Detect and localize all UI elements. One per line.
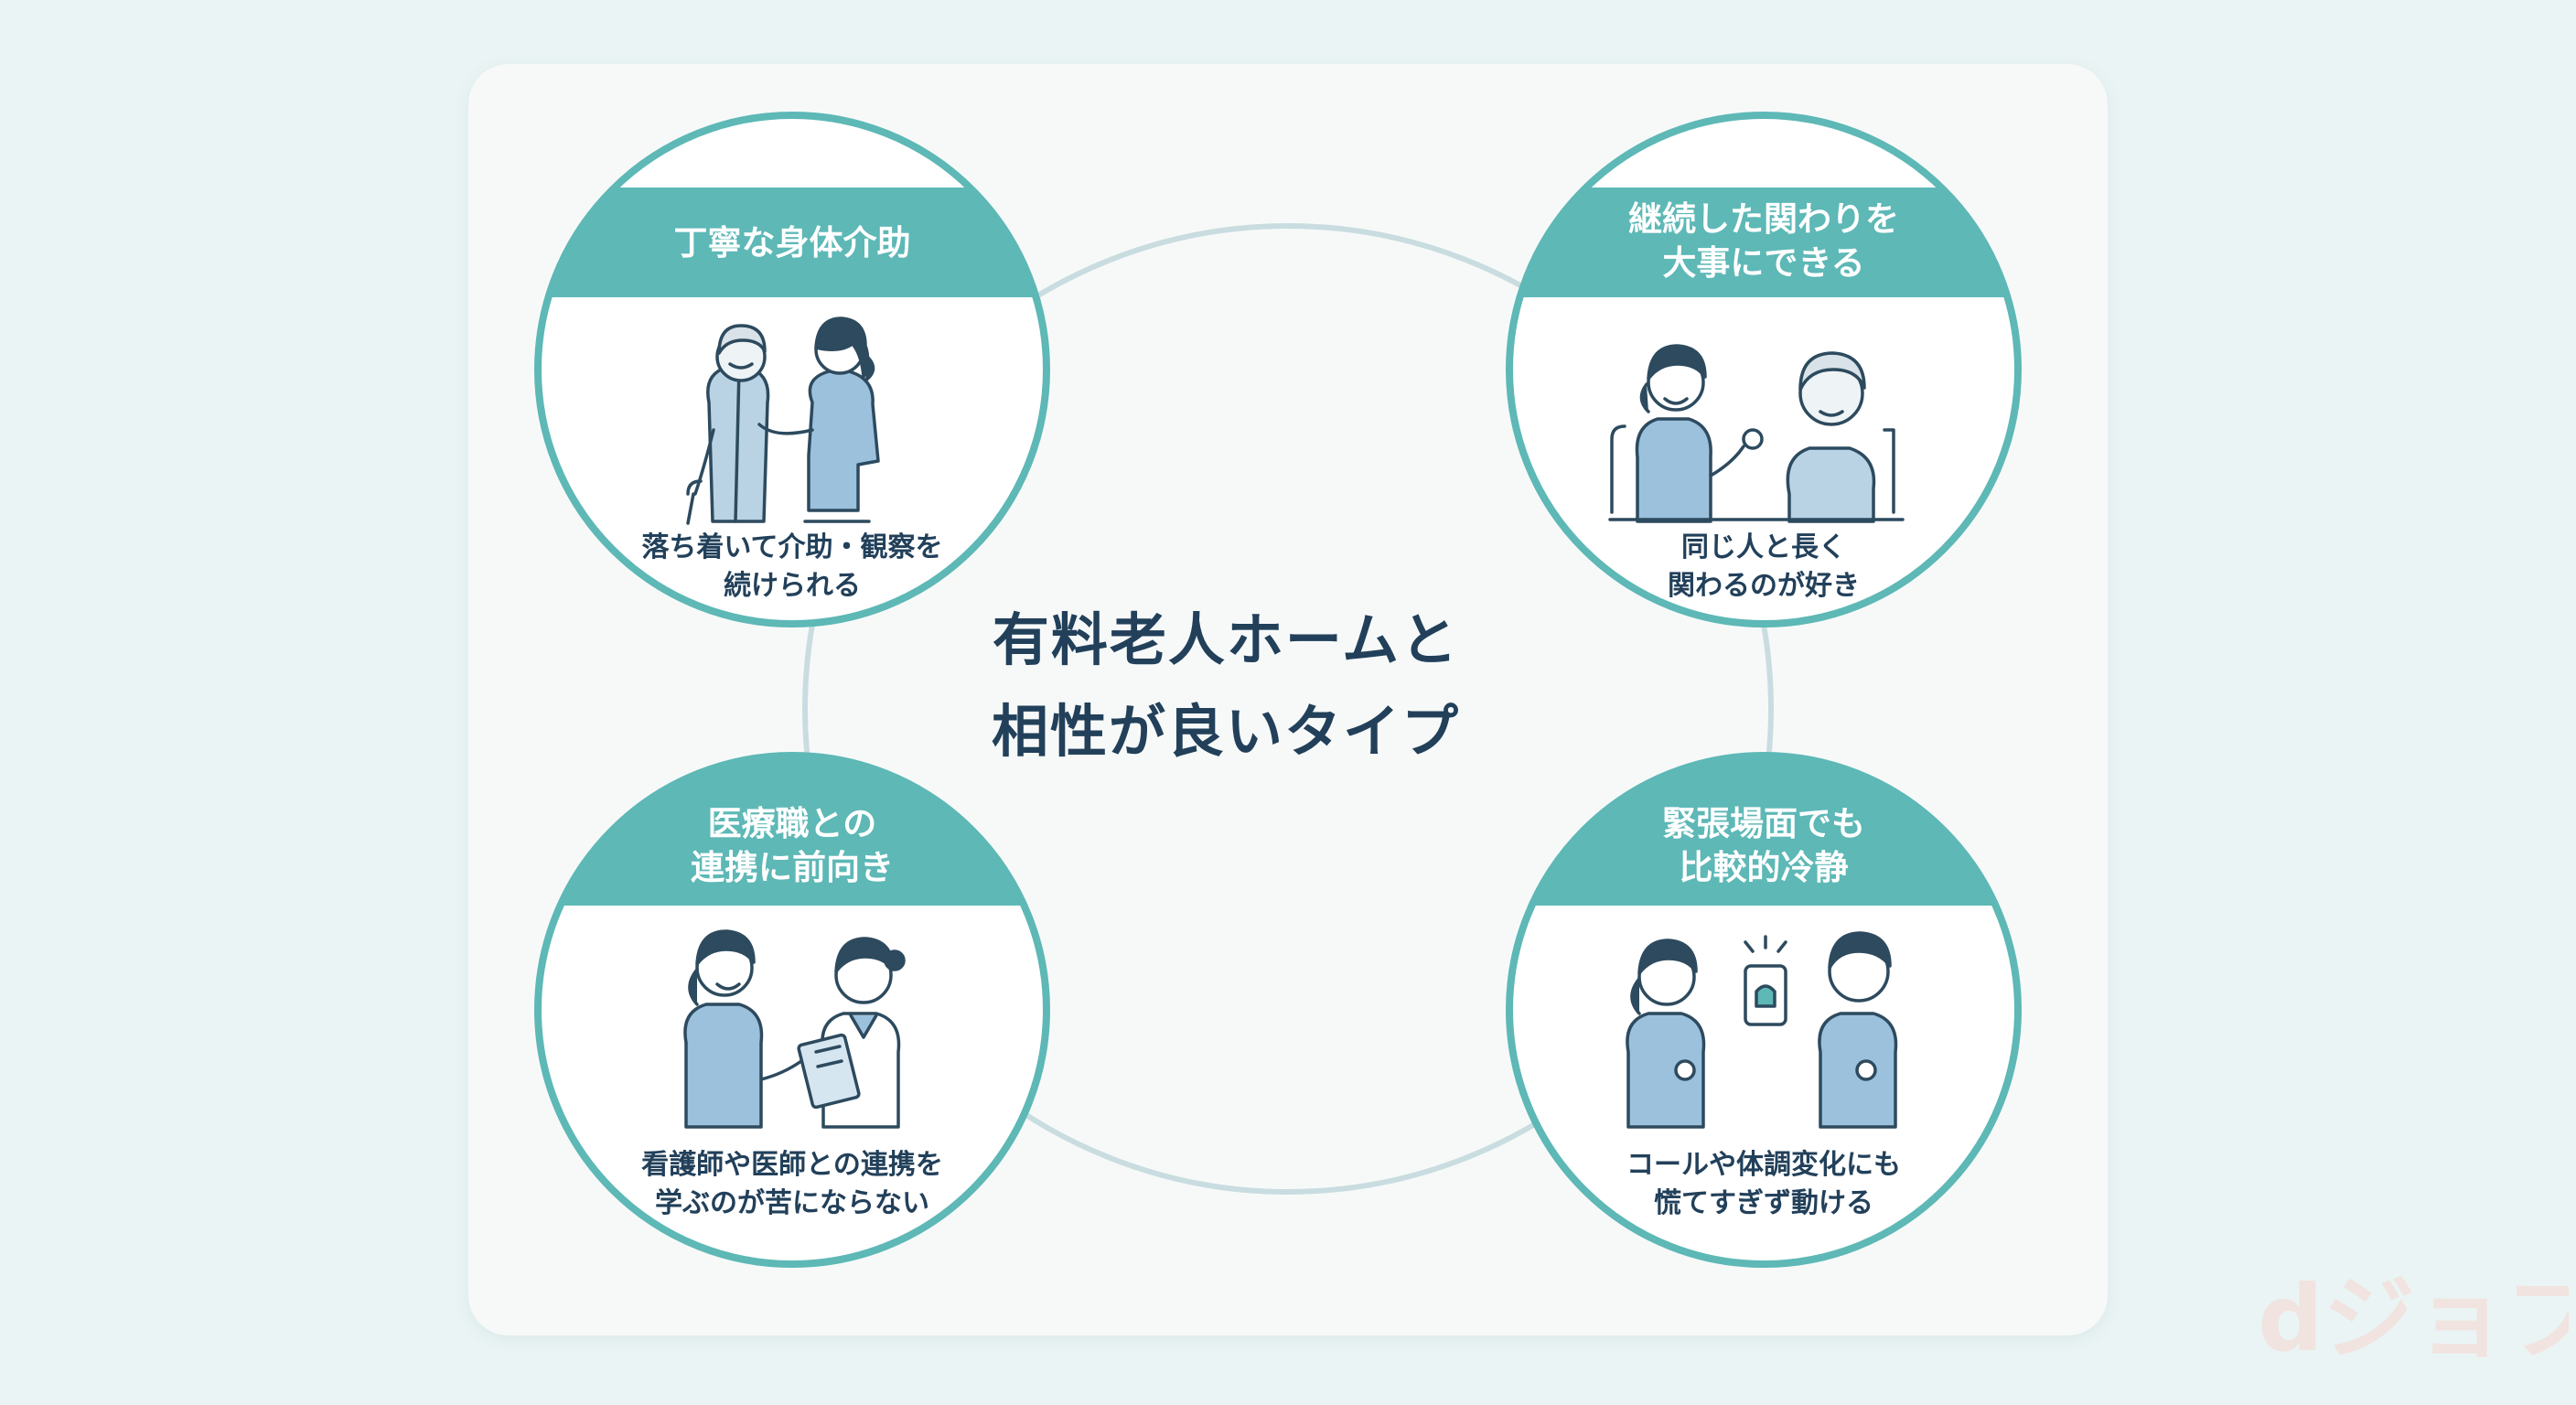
connecting-ring — [802, 223, 1774, 1195]
description-3-line-1: 看護師や医師との連携を — [641, 1149, 943, 1181]
heading-2-line-1: 継続した関わりを — [1628, 199, 1899, 239]
heading-3-line-1: 医療職との — [708, 804, 877, 843]
description-4-line-1: コールや体調変化にも — [1626, 1149, 1901, 1181]
description-2-line-2: 関わるのが好き — [1668, 570, 1860, 602]
type-circle-3: 医療職との 連携に前向き 看護師や医師との連携を 学ぶのが苦にならない — [534, 752, 1050, 1268]
main-title-line-2: 相性が良いタイプ — [991, 698, 1460, 765]
description-1-line-1: 落ち着いて介助・観察を — [641, 531, 942, 563]
heading-3-line-2: 連携に前向き — [691, 848, 894, 887]
description-2-line-1: 同じ人と長く — [1681, 531, 1846, 563]
watermark-text: dジョブ — [2258, 1265, 2569, 1368]
two-caregivers-nurse-call-icon — [1626, 931, 1898, 1129]
main-title: 有料老人ホームと 相性が良いタイプ — [933, 595, 1519, 778]
caregiver-talking-with-elderly-icon — [1608, 344, 1905, 523]
main-title-line-1: 有料老人ホームと — [992, 606, 1460, 673]
caregiver-assisting-elderly-icon — [686, 316, 880, 525]
caregiver-and-nurse-clipboard-icon — [683, 929, 906, 1129]
heading-banner-1 — [538, 188, 1046, 297]
heading-1-line-1: 丁寧な身体介助 — [674, 223, 911, 263]
description-1-line-2: 続けられる — [724, 570, 861, 602]
heading-banner-2 — [1509, 188, 2018, 297]
heading-2-line-2: 大事にできる — [1662, 243, 1864, 283]
heading-4-line-2: 比較的冷静 — [1680, 848, 1849, 887]
description-3-line-2: 学ぶのが苦にならない — [655, 1187, 929, 1219]
djob-logo-watermark: dジョブ — [2258, 1265, 2569, 1368]
description-4-line-2: 慌てすぎず動ける — [1654, 1187, 1873, 1219]
type-circle-2: 継続した関わりを 大事にできる 同じ人と長く 関わるのが好き — [1506, 112, 2022, 627]
type-circle-4: 緊張場面でも 比較的冷静 コールや体調変化にも 慌てすぎず動ける — [1506, 752, 2022, 1268]
heading-4-line-1: 緊張場面でも — [1662, 804, 1865, 843]
type-circle-1: 丁寧な身体介助 落ち着いて介助・観察を 続けられる — [534, 112, 1050, 627]
